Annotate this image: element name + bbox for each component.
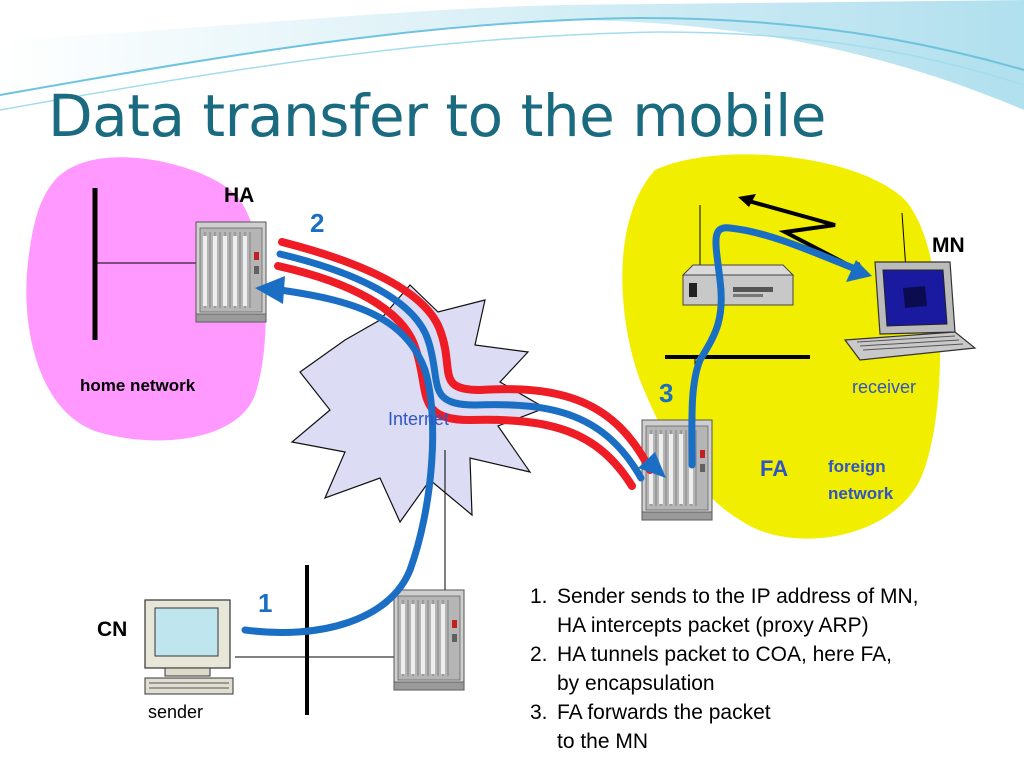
step-marker-2: 2 [310, 208, 325, 238]
internet-cloud [290, 284, 547, 524]
router-icon [393, 589, 465, 691]
sender-label: sender [148, 702, 204, 722]
step-item: 3. FA forwards the packet to the MN [530, 698, 1020, 756]
home-network-label: home network [80, 376, 196, 395]
fa-label: FA [760, 456, 789, 481]
step-item: 1. Sender sends to the IP address of MN,… [530, 582, 1020, 640]
step-text: FA forwards the packet to the MN [557, 701, 771, 753]
tunnel-arrowhead [638, 452, 666, 478]
router-icon [195, 221, 267, 323]
cn-label: CN [97, 618, 128, 641]
step-text: HA tunnels packet to COA, here FA, by en… [557, 643, 893, 695]
step-number: 3. [530, 701, 548, 724]
step-number: 1. [530, 585, 548, 608]
ha-label: HA [224, 184, 255, 207]
step-marker-3: 3 [659, 378, 674, 408]
step-item: 2. HA tunnels packet to COA, here FA, by… [530, 640, 1020, 698]
steps-list: 1. Sender sends to the IP address of MN,… [530, 582, 1020, 756]
packet-path-1-arrowhead [255, 276, 285, 304]
desktop-computer-icon [144, 599, 234, 695]
packet-path-3-arrowhead [846, 260, 872, 282]
foreign-network-label: foreign network [828, 457, 894, 503]
step-text: Sender sends to the IP address of MN, HA… [557, 585, 919, 637]
packet-path-1 [241, 286, 437, 636]
laptop-icon [843, 261, 977, 361]
step-marker-1: 1 [258, 588, 273, 618]
laptop-antenna [901, 212, 907, 271]
modem-icon [681, 264, 795, 306]
step-number: 2. [530, 643, 548, 666]
mn-label: MN [932, 234, 965, 257]
receiver-label: receiver [852, 377, 917, 397]
packet-path-3 [688, 224, 862, 469]
page-title: Data transfer to the mobile [48, 82, 826, 150]
header-wave-decoration [0, 0, 1024, 111]
internet-label: Internet [388, 409, 450, 429]
